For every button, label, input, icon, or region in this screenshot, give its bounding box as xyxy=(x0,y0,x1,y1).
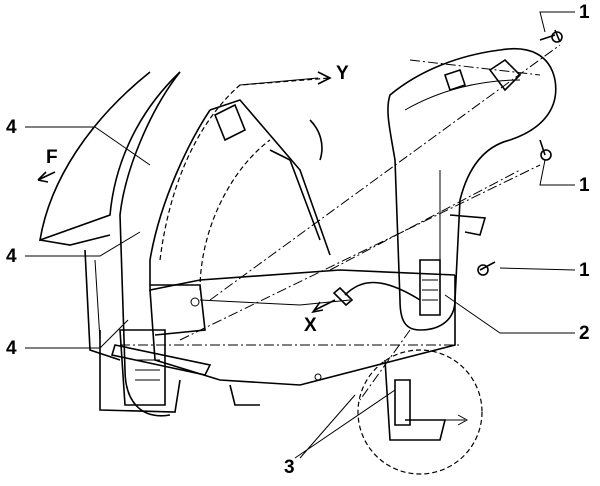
y-direction-path xyxy=(159,77,331,261)
detail-inset xyxy=(357,349,483,475)
alignment-lines xyxy=(120,44,561,401)
screw-top xyxy=(539,29,563,43)
leader-lines xyxy=(25,11,576,459)
screw-lower xyxy=(477,261,496,276)
callout-1-middle: 1 xyxy=(579,175,590,196)
direction-y-label: Y xyxy=(336,63,349,84)
inner-body-panel xyxy=(149,99,456,386)
washer-fluid-reservoir xyxy=(311,48,557,331)
direction-x-label: X xyxy=(304,315,317,336)
direction-f-label: F xyxy=(46,147,58,168)
wheel-housing-liner xyxy=(38,71,260,417)
callout-2: 2 xyxy=(579,323,590,344)
callout-1-lower: 1 xyxy=(579,260,590,281)
callout-4-bottom: 4 xyxy=(6,338,17,359)
callout-4-middle: 4 xyxy=(6,246,17,267)
callout-4-top: 4 xyxy=(6,117,17,138)
callout-1-top: 1 xyxy=(579,2,590,23)
screw-middle xyxy=(539,139,552,161)
callout-3: 3 xyxy=(284,457,295,478)
